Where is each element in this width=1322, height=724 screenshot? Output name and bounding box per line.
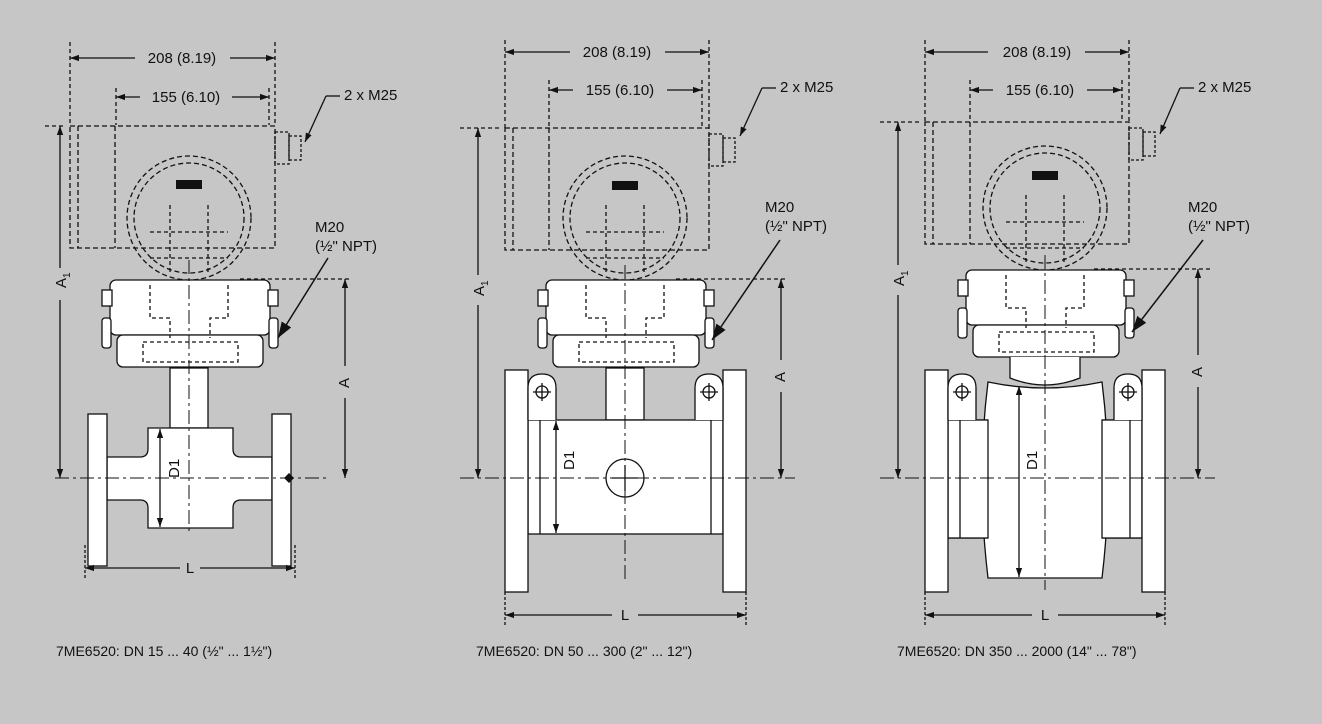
a-dimension-label: A	[772, 372, 789, 382]
width-dimension: 208 (8.19)	[924, 40, 1130, 122]
width-dimension: 208 (8.19)	[69, 42, 276, 125]
cable-gland-label: 2 x M25	[780, 79, 833, 96]
d1-dimension-label: D1	[1024, 451, 1041, 470]
left-flange	[87, 413, 108, 567]
inner-dimension-label: 155 (6.10)	[152, 89, 220, 106]
caption-variant-2: 7ME6520: DN 50 ... 300 (2" ... 12")	[476, 643, 692, 659]
width-dimension-label: 208 (8.19)	[148, 50, 216, 67]
l-dimension-label: L	[621, 607, 629, 624]
a-dimension-label: A	[336, 378, 353, 388]
variant-large-flowmeter: 208 (8.19) 155 (6.10) 2 x M25 A1	[880, 40, 1251, 626]
inner-dimension-label: 155 (6.10)	[586, 82, 654, 99]
a1-dimension-label: A1	[53, 272, 73, 288]
variant-medium-flowmeter: 208 (8.19) 155 (6.10) 2 x M25 A1	[460, 40, 833, 626]
left-flange	[504, 369, 529, 593]
caption-variant-1: 7ME6520: DN 15 ... 40 (½" ... 1½")	[56, 643, 272, 659]
l-dimension-label: L	[1041, 607, 1049, 624]
right-flange	[271, 413, 292, 567]
inner-dimension: 155 (6.10)	[969, 80, 1123, 122]
a-dimension-label: A	[1189, 367, 1206, 377]
d1-dimension-label: D1	[561, 451, 578, 470]
l-dimension-label: L	[186, 560, 194, 577]
transmitter-housing	[109, 279, 271, 336]
right-flange	[1141, 369, 1166, 593]
rotated-housing-outline	[69, 125, 276, 249]
transmitter-housing	[545, 279, 707, 336]
cable-gland-label: 2 x M25	[344, 87, 397, 104]
caption-variant-3: 7ME6520: DN 350 ... 2000 (14" ... 78")	[897, 643, 1137, 659]
inner-dimension-label: 155 (6.10)	[1006, 82, 1074, 99]
right-flange	[722, 369, 747, 593]
left-flange	[924, 369, 949, 593]
inner-dimension: 155 (6.10)	[115, 88, 270, 125]
cable-gland-label: 2 x M25	[1198, 79, 1251, 96]
rotated-housing-outline	[504, 127, 710, 251]
width-dimension-label: 208 (8.19)	[583, 44, 651, 61]
transmitter-housing	[965, 269, 1127, 326]
conduit-label-line1: M20	[315, 219, 344, 236]
conduit-label-line2: (½" NPT)	[315, 238, 377, 255]
rotated-housing-outline	[924, 121, 1130, 245]
a1-dimension-label: A1	[891, 270, 911, 286]
width-dimension: 208 (8.19)	[504, 40, 710, 128]
conduit-label-line1: M20	[765, 199, 794, 216]
conduit-label-line2: (½" NPT)	[1188, 218, 1250, 235]
d1-dimension-label: D1	[166, 459, 183, 478]
inner-dimension: 155 (6.10)	[548, 80, 703, 128]
variant-small-flowmeter: 208 (8.19) 155 (6.10) 2 x M25 A1	[45, 42, 397, 578]
conduit-label-line2: (½" NPT)	[765, 218, 827, 235]
conduit-label-line1: M20	[1188, 199, 1217, 216]
width-dimension-label: 208 (8.19)	[1003, 44, 1071, 61]
a1-dimension-label: A1	[471, 280, 491, 296]
